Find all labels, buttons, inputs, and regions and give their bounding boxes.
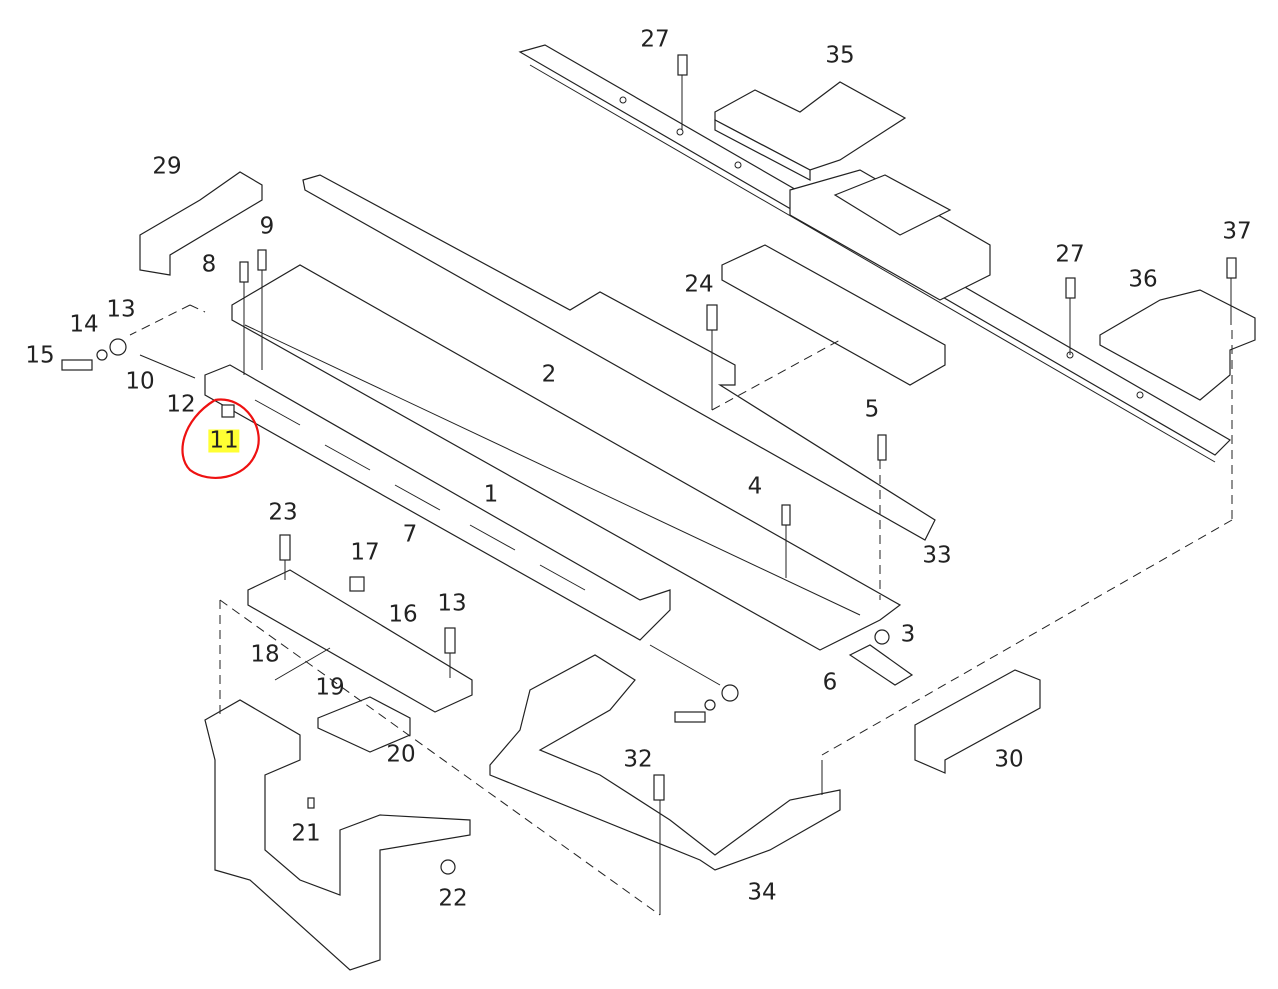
part-label-7: 7 [402, 521, 418, 548]
part-label-33: 33 [922, 542, 952, 569]
part-label-27b: 27 [1055, 241, 1085, 268]
part-label-1: 1 [483, 481, 499, 508]
part-11-nut [221, 404, 235, 418]
part-label-10: 10 [125, 368, 155, 395]
part-label-36: 36 [1128, 266, 1158, 293]
part-label-32: 32 [623, 746, 653, 773]
part-label-13: 13 [106, 296, 136, 323]
leader-lines [129, 75, 1233, 916]
part-label-21: 21 [291, 820, 321, 847]
strip-6 [848, 644, 914, 686]
part-label-8: 8 [201, 251, 217, 278]
base-frame [204, 699, 471, 971]
rail-1-face [204, 364, 671, 641]
part-label-29: 29 [152, 153, 182, 180]
block-35 [714, 81, 907, 171]
part-label-37: 37 [1222, 218, 1252, 245]
block-35-base [714, 119, 811, 181]
part-label-19: 19 [315, 674, 345, 701]
block-20 [317, 696, 411, 753]
carriage [789, 169, 991, 301]
screws [61, 54, 1237, 875]
part-label-23: 23 [268, 499, 298, 526]
part-label-14: 14 [69, 311, 99, 338]
part-label-2: 2 [541, 361, 557, 388]
part-label-15: 15 [25, 342, 55, 369]
part-label-18: 18 [250, 641, 280, 668]
part-label-11-highlighted: 11 [208, 427, 240, 454]
carriage-top [833, 174, 952, 236]
block-29 [139, 171, 263, 276]
bracket-16 [247, 569, 473, 713]
part-label-27: 27 [640, 26, 670, 53]
part-label-34: 34 [747, 879, 777, 906]
part-label-22: 22 [438, 885, 468, 912]
carriage-plate [721, 244, 946, 386]
block-30 [914, 669, 1041, 774]
block-36 [1099, 289, 1256, 401]
bracket-34 [489, 654, 841, 871]
part-label-16: 16 [388, 601, 418, 628]
rail-1 [231, 264, 902, 651]
part-label-6: 6 [822, 669, 838, 696]
part-label-35: 35 [825, 42, 855, 69]
slots [254, 399, 586, 591]
part-label-5: 5 [864, 396, 880, 423]
part-label-13b: 13 [437, 590, 467, 617]
part-label-9: 9 [259, 213, 275, 240]
part-label-12: 12 [166, 391, 196, 418]
part-label-24: 24 [684, 271, 714, 298]
plate-2 [302, 174, 936, 541]
part-label-4: 4 [747, 473, 763, 500]
part-label-17: 17 [350, 539, 380, 566]
part-label-3: 3 [900, 621, 916, 648]
part-label-30: 30 [994, 746, 1024, 773]
part-label-20: 20 [386, 741, 416, 768]
annotation-circle [181, 398, 260, 479]
